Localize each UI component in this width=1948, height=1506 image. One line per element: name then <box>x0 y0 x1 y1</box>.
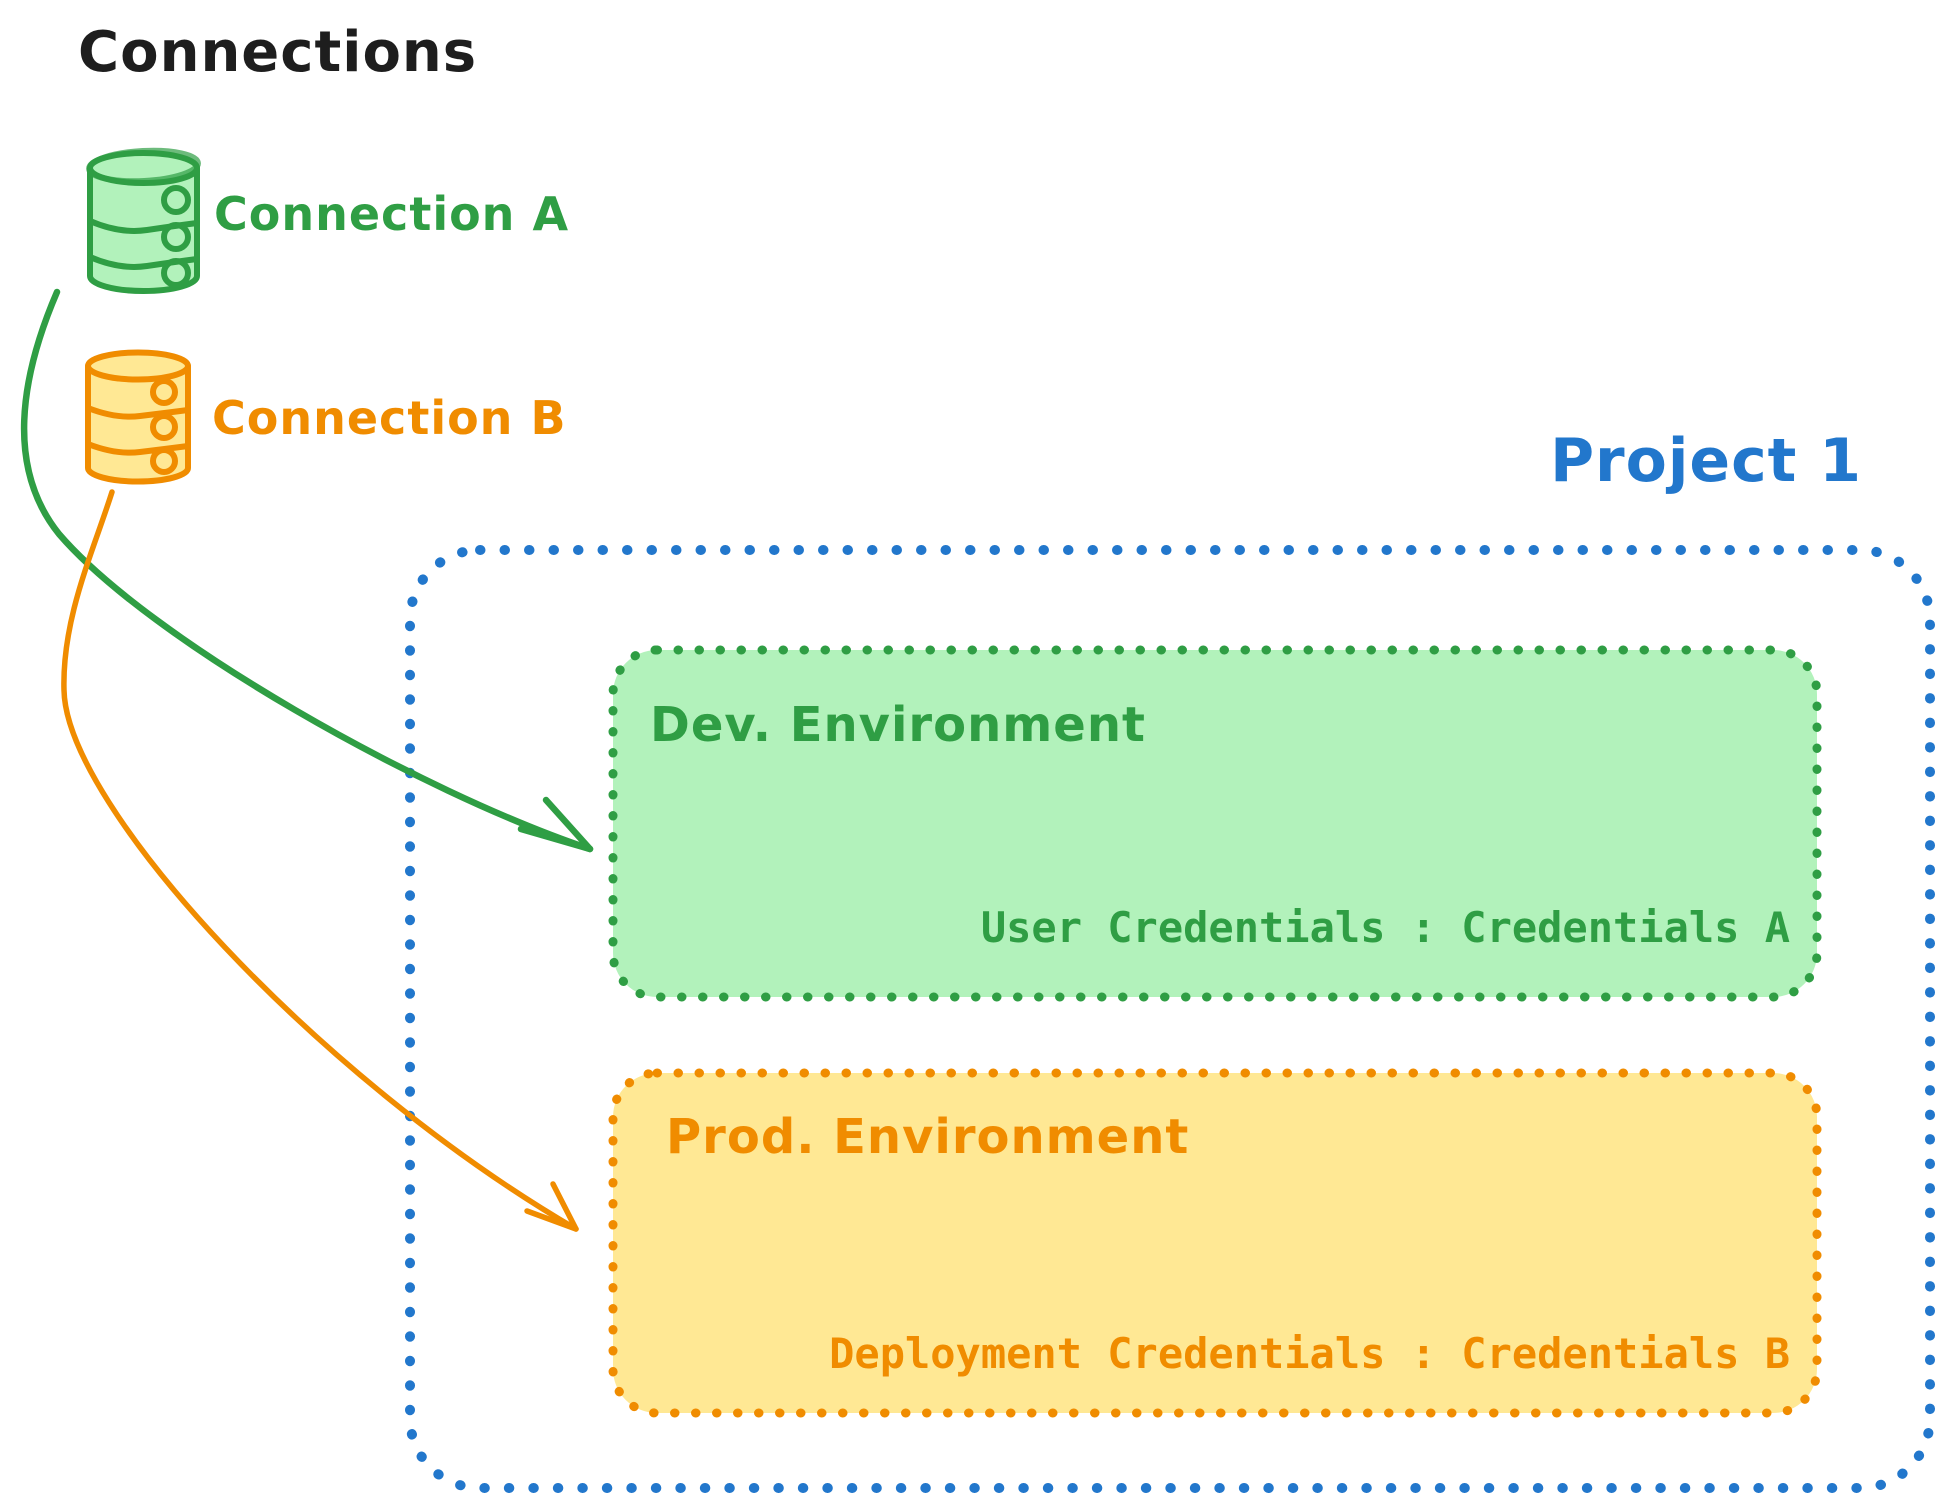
prod-environment-credentials: Deployment Credentials : Credentials B <box>829 1329 1790 1378</box>
connection-a-label: Connection A <box>214 187 570 241</box>
connection-a-database-icon <box>86 147 201 294</box>
dev-environment-credentials: User Credentials : Credentials A <box>980 903 1790 952</box>
project-1-container <box>405 545 1935 1493</box>
connection-a-arrow <box>20 288 594 853</box>
prod-environment-box <box>608 1068 1822 1418</box>
connection-b-label: Connection B <box>212 391 567 445</box>
project-title: Project 1 <box>1550 426 1862 496</box>
dev-environment-box <box>608 645 1822 1002</box>
prod-environment-title: Prod. Environment <box>666 1109 1190 1165</box>
connection-b-arrow <box>61 489 579 1232</box>
connection-b-database-icon <box>85 349 191 485</box>
page-title: Connections <box>78 20 478 85</box>
dev-environment-title: Dev. Environment <box>650 697 1146 753</box>
